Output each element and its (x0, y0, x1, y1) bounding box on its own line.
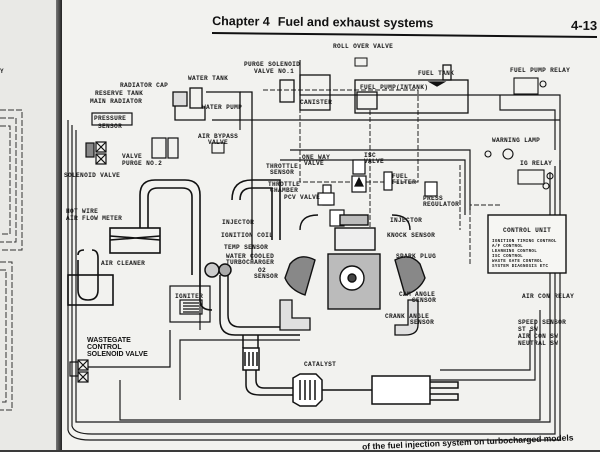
label-canister: CANISTER (300, 99, 332, 106)
canister (279, 74, 331, 111)
wiring-harness (67, 60, 561, 441)
label-spark-plug: SPARK PLUG (396, 253, 436, 260)
air-bypass-valve (211, 142, 225, 154)
label-solenoid-valve: SOLENOID VALVE (64, 172, 120, 179)
label-one-way-valve: ONE WAY (302, 154, 330, 161)
label-crank-angle: CRANK ANGLE (385, 313, 429, 320)
label-knock-sensor: KNOCK SENSOR (387, 232, 435, 239)
label-throttle-sensor-b: SENSOR (270, 169, 294, 176)
warning-lamp (484, 148, 554, 190)
label-fuel-pump: FUEL PUMP(INTANK) (360, 84, 428, 91)
label-turbocharger: WATER COOLED (226, 253, 274, 260)
label-pcv-valve: PCV VALVE (284, 194, 320, 201)
label-o2-sensor: O2 (258, 267, 266, 274)
label-speed-sensor: SPEED SENSOR (518, 319, 566, 326)
label-turbocharger-b: TURBOCHARGER (226, 259, 274, 266)
valve-purge-2 (151, 137, 179, 159)
label-one-way-valve-b: VALVE (304, 160, 324, 167)
label-cam-angle-b: SENSOR (412, 297, 436, 304)
fuel-injection-diagram: ROLL OVER VALVE PURGE SOLENOID VALVE NO.… (64, 43, 574, 441)
label-isc-valve-b: VALVE (364, 158, 384, 165)
wastegate-solenoid (69, 330, 171, 383)
radiator-assembly (172, 87, 253, 260)
label-isc-valve: ISC (364, 152, 376, 159)
label-catalyst: CATALYST (304, 361, 336, 368)
label-press-regulator-b: REGULATOR (423, 201, 459, 208)
label-neutral-sw: NEUTRAL SW (518, 340, 558, 347)
roll-over-valve-symbol (354, 57, 368, 67)
label-hot-wire: HOT WIRE (66, 208, 98, 215)
label-fuel-pump-relay: FUEL PUMP RELAY (510, 67, 570, 74)
pressure-sensor (85, 112, 133, 165)
label-injector-right: INJECTOR (390, 217, 422, 224)
left-page: Y (0, 0, 62, 450)
label-pressure-sensor: PRESSURE (94, 115, 126, 122)
label-injector-left: INJECTOR (222, 219, 254, 226)
label-air-bypass: AIR BYPASS (198, 133, 238, 140)
label-throttle-chamber-b: CHAMBER (270, 187, 298, 194)
control-unit-functions: IGNITION TIMING CONTROL A/F CONTROL LEAR… (492, 240, 557, 269)
throttle-group (317, 159, 438, 227)
label-ignition-coil: IGNITION COIL (221, 232, 273, 239)
left-page-text: Y (0, 68, 4, 75)
control-unit-function: ISC CONTROL (492, 255, 523, 259)
label-air-flow-meter: AIR FLOW METER (66, 215, 122, 222)
label-cam-angle: CAM ANGLE (399, 291, 435, 298)
label-valve-purge: VALVE (122, 153, 142, 160)
exhaust-manifold (279, 299, 419, 336)
label-wastegate-c: SOLENOID VALVE (87, 351, 148, 358)
control-unit-title: CONTROL UNIT (503, 227, 551, 234)
book-spine (56, 0, 66, 450)
label-reserve-tank: RESERVE TANK (95, 90, 143, 97)
label-ig-relay: IG RELAY (520, 160, 552, 167)
label-pressure-sensor-b: SENSOR (98, 123, 122, 130)
label-st-sw: ST SW (518, 326, 538, 333)
label-warning-lamp: WARNING LAMP (492, 137, 540, 144)
label-water-pump: WATER PUMP (202, 104, 242, 111)
exhaust-system (204, 262, 459, 407)
control-unit-function: LEARNING CONTROL (492, 250, 537, 254)
label-main-radiator: MAIN RADIATOR (90, 98, 142, 105)
left-page-wiring (0, 109, 23, 411)
igniter (169, 285, 211, 323)
fuel-pump-relay (513, 77, 547, 95)
label-fuel-filter-b: FILTER (392, 179, 416, 186)
label-purge-solenoid-1b: VALVE NO.1 (254, 68, 294, 75)
label-fuel-tank: FUEL TANK (418, 70, 454, 77)
label-air-bypass-b: VALVE (208, 139, 228, 146)
label-o2-sensor-b: SENSOR (254, 273, 278, 280)
label-wastegate-b: CONTROL (87, 344, 122, 351)
label-throttle-chamber: THROTTLE (268, 181, 300, 188)
engine (284, 214, 426, 310)
label-air-con-sw: AIR CON SW (518, 333, 558, 340)
control-unit (487, 214, 567, 274)
label-igniter: IGNITER (175, 293, 203, 300)
label-fuel-filter: FUEL (392, 173, 408, 180)
control-unit-function: WASTE GATE CONTROL (492, 260, 543, 264)
label-air-cleaner: AIR CLEANER (101, 260, 145, 267)
label-water-tank: WATER TANK (188, 75, 228, 82)
label-press-regulator: PRESS (423, 195, 443, 202)
label-purge-solenoid-1: PURGE SOLENOID (244, 61, 300, 68)
diagram-labels: ROLL OVER VALVE PURGE SOLENOID VALVE NO.… (64, 43, 574, 368)
control-unit-function: IGNITION TIMING CONTROL (492, 240, 557, 244)
label-air-con-relay: AIR CON RELAY (522, 293, 574, 300)
label-crank-angle-b: SENSOR (410, 319, 434, 326)
label-wastegate: WASTEGATE (87, 337, 131, 344)
label-radiator-cap: RADIATOR CAP (120, 82, 168, 89)
control-unit-function: SYSTEM DIAGNOSIS ETC (492, 265, 548, 269)
label-roll-over-valve: ROLL OVER VALVE (333, 43, 393, 50)
fuel-tank (354, 64, 469, 114)
label-valve-purge-b: PURGE NO.2 (122, 160, 162, 167)
label-temp-sensor: TEMP SENSOR (224, 244, 268, 251)
control-unit-function: A/F CONTROL (492, 244, 523, 249)
label-throttle-sensor: THROTTLE (266, 163, 298, 170)
